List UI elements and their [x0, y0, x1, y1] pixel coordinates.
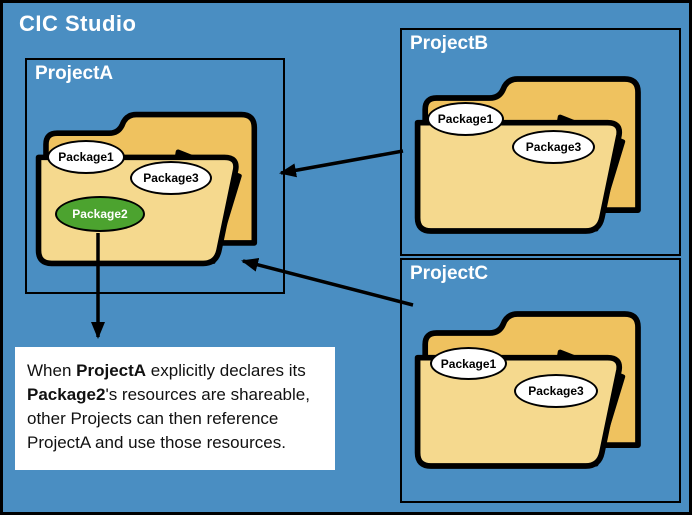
project-c-package3-ellipse: Package3: [514, 374, 598, 408]
note-bold-package2: Package2: [27, 385, 106, 405]
note-text: 's resources are shareable, other Projec…: [27, 385, 310, 453]
note-text: When: [27, 361, 77, 380]
package-label: Package2: [72, 207, 128, 221]
package-label: Package3: [525, 140, 582, 154]
project-c-package1-ellipse: Package1: [430, 347, 507, 380]
project-b-package1-ellipse: Package1: [427, 102, 504, 136]
project-b-label: ProjectB: [410, 33, 489, 54]
project-a-label: ProjectA: [35, 63, 114, 84]
package-label: Package1: [437, 112, 494, 126]
project-b-box: ProjectB Package1 Package3: [400, 28, 681, 256]
package-label: Package3: [528, 384, 584, 398]
project-a-box: ProjectA Package1 Package3 Package2: [25, 58, 285, 294]
note-box: When ProjectA explicitly declares its Pa…: [15, 347, 335, 470]
package-label: Package3: [143, 171, 199, 185]
note-bold-projecta: ProjectA: [76, 361, 147, 380]
arrow-projectb-to-projecta: [279, 149, 404, 178]
project-b-package3-ellipse: Package3: [512, 130, 595, 164]
project-c-box: ProjectC Package1 Package3: [400, 258, 681, 503]
app-title: CIC Studio: [19, 11, 137, 36]
package-label: Package1: [58, 150, 114, 164]
note-text: explicitly declares its: [146, 361, 306, 380]
project-c-label: ProjectC: [410, 263, 489, 284]
project-a-package1-ellipse: Package1: [47, 140, 125, 174]
project-a-package2-ellipse: Package2: [55, 196, 145, 232]
project-a-package3-ellipse: Package3: [130, 161, 212, 195]
package-label: Package1: [440, 356, 497, 371]
